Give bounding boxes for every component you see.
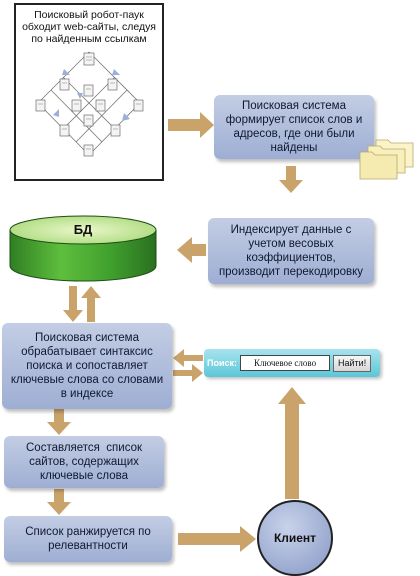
step-build-word-list-line-1: Поисковая система — [242, 100, 346, 112]
step-process-query-line-2: обрабатывает синтаксис — [21, 346, 153, 358]
step-index-weights: Индексирует данные с учетом весовых коэф… — [208, 218, 374, 284]
step-build-word-list-line-3: адресов, где они были — [233, 128, 355, 140]
database: БД — [8, 214, 158, 284]
arrow-client-to-search — [278, 387, 306, 499]
arrow-search-to-process — [173, 349, 203, 367]
arrow-index-to-weights — [279, 166, 303, 193]
step-process-query-line-4: ключевые слова со словами — [10, 374, 164, 386]
folders-icon — [359, 139, 414, 180]
step-compile-list: Составляется список сайтов, содержащих к… — [4, 436, 164, 488]
step-process-query-line-5: в индексе — [60, 388, 114, 400]
step-compile-list-line-3: ключевые слова — [40, 470, 128, 482]
crawler-caption-line-3: по найденным ссылкам — [31, 33, 147, 45]
step-rank-list: Список ранжируется по релевантности — [4, 516, 172, 562]
web-graph-illustration — [35, 51, 144, 157]
arrow-rank-to-client — [178, 526, 256, 552]
client-label: Клиент — [273, 531, 317, 545]
step-process-query-line-1: Поисковая система — [35, 332, 139, 344]
crawler-panel: Поисковый робот-паук обходит web-сайты, … — [14, 3, 164, 181]
step-index-weights-line-4: производит перекодировку — [218, 266, 364, 278]
arrow-process-to-db — [81, 286, 101, 322]
crawler-caption-line-2: обходит web-сайты, следуя — [22, 21, 156, 33]
step-rank-list-line-2: релевантности — [48, 540, 128, 552]
crawler-caption: Поисковый робот-паук обходит web-сайты, … — [16, 9, 162, 45]
database-icon — [9, 215, 157, 282]
database-label: БД — [73, 222, 93, 237]
search-button[interactable]: Найти! — [333, 354, 372, 372]
client-node: Клиент — [257, 500, 333, 576]
step-index-weights-line-3: коэффициентов, — [246, 252, 336, 264]
step-index-weights-line-2: учетом весовых — [248, 238, 334, 250]
arrow-crawler-to-index — [168, 112, 214, 138]
arrow-db-to-process — [63, 286, 83, 322]
step-build-word-list-line-4: найдены — [270, 142, 318, 154]
step-compile-list-line-2: сайтов, содержащих — [29, 456, 139, 468]
search-label: Поиск: — [207, 358, 238, 368]
step-rank-list-line-1: Список ранжируется по — [25, 526, 151, 538]
arrow-process-to-search — [173, 364, 203, 382]
arrow-weights-to-db — [177, 237, 206, 263]
arrow-compile-to-rank — [47, 489, 71, 515]
step-build-word-list-line-2: формирует список слов и — [225, 114, 363, 126]
step-build-word-list: Поисковая система формирует список слов … — [214, 95, 374, 159]
arrow-process-to-compile — [47, 409, 71, 435]
step-process-query-line-3: поиска и сопоставляет — [26, 360, 148, 372]
search-input[interactable]: Ключевое слово — [240, 355, 331, 371]
step-index-weights-line-1: Индексирует данные с — [230, 224, 352, 236]
step-compile-list-line-1: Составляется список — [26, 442, 142, 454]
step-process-query: Поисковая система обрабатывает синтаксис… — [2, 323, 172, 409]
crawler-caption-line-1: Поисковый робот-паук — [34, 9, 144, 21]
search-bar: Поиск: Ключевое слово Найти! — [204, 349, 380, 377]
